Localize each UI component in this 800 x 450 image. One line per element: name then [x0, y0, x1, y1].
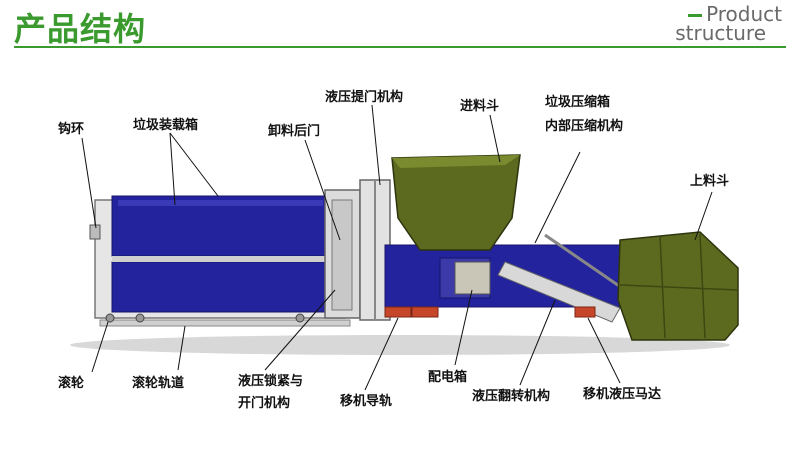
shift-motor: [574, 306, 596, 318]
loading-bucket: [617, 231, 739, 341]
bucket-rib: [699, 233, 706, 339]
header: 产品结构 Product structure: [0, 0, 800, 50]
subtitle-product: Product: [688, 4, 782, 24]
container-lower: [111, 261, 328, 313]
label-hydraulic-lift-door: 液压提门机构: [325, 89, 403, 105]
container-band: [112, 256, 327, 262]
label-shift-rail: 移机导轨: [340, 393, 392, 409]
label-distribution-box: 配电箱: [428, 369, 467, 385]
label-flip-mechanism: 液压翻转机构: [472, 388, 550, 404]
header-divider: [14, 46, 786, 48]
label-roller: 滚轮: [58, 375, 84, 391]
roller: [105, 313, 115, 323]
container-highlight: [118, 200, 323, 206]
leader-lines: [81, 104, 713, 391]
shift-motor: [384, 306, 412, 318]
feed-hopper-top: [392, 155, 520, 168]
roller: [295, 313, 305, 323]
label-inner-compress-2: 内部压缩机构: [545, 118, 623, 134]
label-container: 垃圾装载箱: [133, 117, 198, 133]
shift-motor: [411, 306, 439, 318]
label-inner-compress-1: 垃圾压缩箱: [545, 94, 610, 110]
feed-hopper: [391, 154, 521, 251]
page-title: 产品结构: [14, 10, 147, 48]
flip-cylinder: [544, 233, 626, 292]
ground-shadow: [70, 335, 730, 355]
label-lock-open-2: 开门机构: [238, 395, 290, 411]
label-rear-door: 卸料后门: [268, 123, 320, 139]
subtitle-structure: structure: [675, 21, 766, 45]
label-feed-hopper: 进料斗: [460, 98, 499, 114]
label-shift-motor: 移机液压马达: [583, 386, 661, 402]
label-lock-open-1: 液压锁紧与: [238, 373, 303, 389]
roller: [135, 313, 145, 323]
rear-door-panel: [331, 199, 353, 311]
label-loading-bucket: 上料斗: [690, 173, 729, 189]
hook-ring: [89, 224, 101, 240]
bucket-rib: [619, 284, 739, 291]
label-roller-track: 滚轮轨道: [132, 375, 184, 391]
distribution-box: [454, 261, 491, 295]
roller-track: [99, 319, 351, 327]
label-hook-ring: 钩环: [58, 121, 84, 137]
